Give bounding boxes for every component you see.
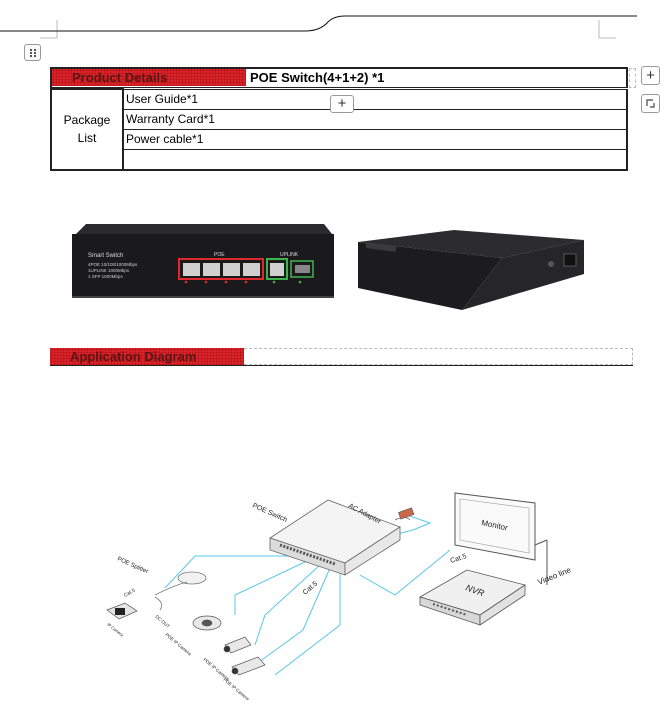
- package-item: Warranty Card*1: [122, 108, 628, 130]
- diagram-poe-ip-camera-3: [231, 656, 266, 676]
- product-details-header-bar: Product Details: [52, 69, 246, 86]
- switch-back-photo: [358, 230, 584, 310]
- switch-front-photo: [72, 224, 334, 298]
- application-diagram-underline: [50, 365, 633, 366]
- diagram-nvr: [418, 569, 526, 626]
- ac-adapter-plug: [398, 507, 415, 520]
- switch-uplink-label: UPLINK: [280, 252, 299, 258]
- add-column-button[interactable]: +: [641, 66, 660, 85]
- application-diagram-header-bar: Application Diagram: [50, 348, 244, 365]
- product-title: POE Switch(4+1+2) *1: [250, 70, 385, 85]
- header-row-end-marker: [629, 68, 636, 88]
- application-diagram-header-label: Application Diagram: [70, 349, 197, 364]
- resize-table-button[interactable]: [641, 94, 660, 113]
- page-top-decoration: [0, 15, 637, 39]
- package-list-table: Package List User Guide*1 Warranty Card*…: [50, 88, 628, 171]
- label-cat5-top: Cat.5: [449, 553, 467, 565]
- package-list-label-cell: Package List: [50, 88, 124, 171]
- table-move-handle[interactable]: [24, 44, 41, 61]
- label-ip-camera: IP Camera: [106, 622, 125, 638]
- insert-row-button[interactable]: +: [330, 95, 354, 113]
- package-list-label-line2: List: [77, 131, 97, 146]
- diagram-ip-camera: [106, 602, 138, 620]
- label-poe-ip-camera-1: POE IP Camera: [164, 632, 192, 657]
- product-details-header-label: Product Details: [72, 70, 168, 85]
- product-photos: Smart Switch 4POE 10/100/1000Mbps 1UPLIN…: [72, 224, 584, 310]
- switch-brand-line4: 1 SFP 1000Mbps: [88, 274, 123, 279]
- label-cat5-mid: Cat.5: [302, 580, 319, 596]
- label-poe-splitter: POE Splitter: [116, 556, 149, 575]
- package-item: Power cable*1: [122, 128, 628, 150]
- diagram-poe-splitter: [154, 571, 207, 611]
- application-diagram-header-rule: [244, 348, 633, 365]
- switch-brand-line1: Smart Switch: [88, 253, 123, 259]
- label-video-line: Video line: [536, 565, 572, 587]
- network-cables: [164, 514, 451, 676]
- diagram-poe-ip-camera-2: [223, 636, 252, 654]
- package-item: [122, 148, 628, 171]
- label-poe-switch: POE Switch: [251, 502, 288, 524]
- resize-corner-icon: [646, 99, 655, 108]
- diagram-poe-switch: [269, 499, 401, 576]
- diagram-poe-ip-camera-1: [192, 615, 222, 631]
- diagram-monitor: [454, 492, 548, 585]
- package-item: User Guide*1: [122, 88, 628, 110]
- application-diagram: POE Switch AC Adapter Monitor NVR Video …: [106, 492, 573, 700]
- switch-brand-line3: 1UPLINK 1000Mbps: [88, 268, 130, 273]
- switch-poe-label: POE: [214, 252, 225, 258]
- switch-brand-line2: 4POE 10/100/1000Mbps: [88, 262, 138, 267]
- label-poe-ip-camera-3: POE IP Camera: [222, 677, 250, 700]
- product-details-header-row: Product Details POE Switch(4+1+2) *1: [50, 67, 628, 88]
- label-dc-out: DC OUT: [154, 614, 171, 629]
- label-cat5-left: Cat.5: [123, 587, 137, 598]
- package-list-label-line1: Package: [63, 113, 111, 128]
